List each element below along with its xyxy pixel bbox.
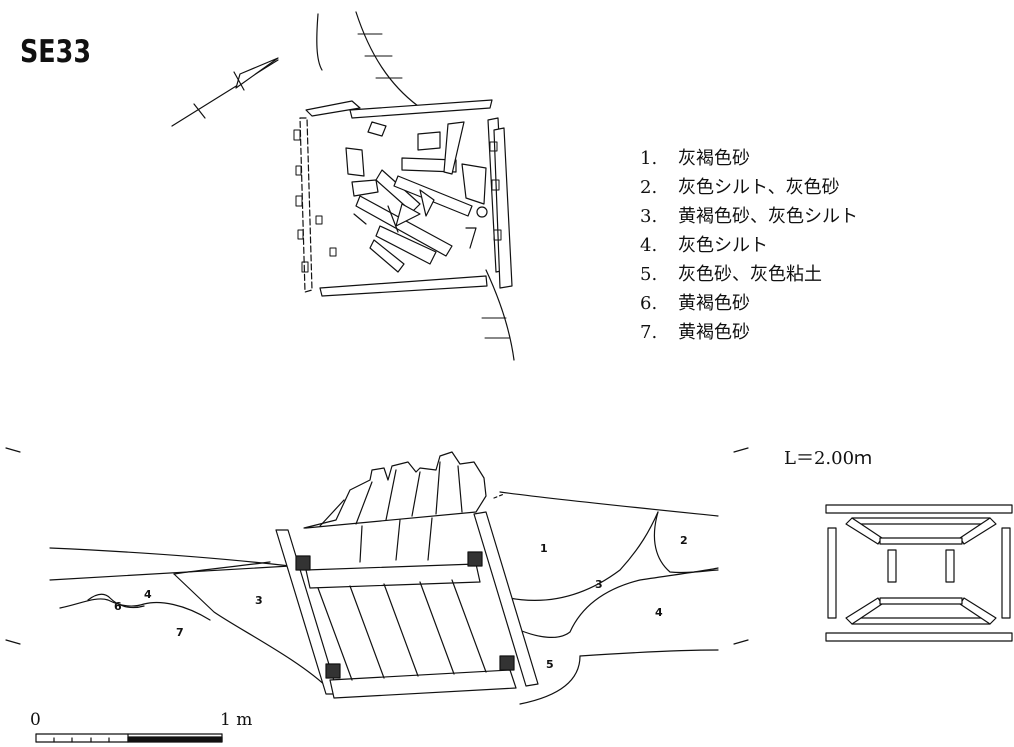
legend-text: 灰色シルト、灰色砂 [678, 177, 840, 198]
layer-label: 3 [595, 578, 603, 591]
legend-item: 3. 黄褐色砂、灰色シルト [640, 202, 858, 231]
layer-label: 2 [680, 534, 688, 547]
plan-view [171, 11, 515, 361]
layer-legend: 1.灰褐色砂 2.灰色シルト、灰色砂 3.黄褐色砂、灰色シルト 4.灰色シルト … [640, 144, 858, 347]
legend-item: 1. 灰褐色砂 [640, 144, 858, 173]
legend-text: 灰色シルト [678, 235, 768, 256]
legend-number: 6. [640, 293, 658, 314]
legend-number: 5. [640, 264, 658, 285]
scale-bar [35, 733, 223, 743]
legend-item: 2. 灰色シルト、灰色砂 [640, 173, 858, 202]
legend-item: 4. 灰色シルト [640, 231, 858, 260]
level-marks [5, 447, 749, 645]
site-title: SE33 [20, 34, 92, 70]
legend-number: 2. [640, 177, 658, 198]
well-box [275, 511, 539, 699]
layer-label: 1 [540, 542, 548, 555]
legend-text: 灰色砂、灰色粘土 [678, 264, 822, 285]
elevation-label: L＝2.00ｍ [784, 448, 873, 469]
legend-item: 6. 黄褐色砂 [640, 289, 858, 318]
legend-number: 7. [640, 322, 658, 343]
legend-text: 黄褐色砂、灰色シルト [678, 206, 858, 227]
splintered-planks [303, 451, 487, 563]
north-arrow-icon [171, 57, 279, 127]
layer-label: 4 [655, 606, 663, 619]
layer-label: 5 [546, 658, 554, 671]
layer-label: 4 [144, 588, 152, 601]
legend-text: 黄褐色砂 [678, 322, 750, 343]
scale-end-label: 1 m [220, 710, 253, 730]
layer-label: 3 [255, 594, 263, 607]
legend-number: 3. [640, 206, 658, 227]
legend-text: 灰褐色砂 [678, 148, 750, 169]
plan-edge-ticks [357, 33, 511, 339]
legend-number: 4. [640, 235, 658, 256]
legend-text: 黄褐色砂 [678, 293, 750, 314]
plan-planks [345, 121, 488, 273]
section-view: 1 2 3 3 4 4 5 6 7 [5, 447, 749, 705]
scale-start-label: 0 [30, 710, 41, 730]
legend-number: 1. [640, 148, 658, 169]
layer-label: 6 [114, 600, 122, 613]
layer-label: 7 [176, 626, 184, 639]
frame-diagram [825, 504, 1013, 642]
legend-item: 5. 灰色砂、灰色粘土 [640, 260, 858, 289]
plan-fragments [293, 129, 502, 273]
legend-item: 7. 黄褐色砂 [640, 318, 858, 347]
